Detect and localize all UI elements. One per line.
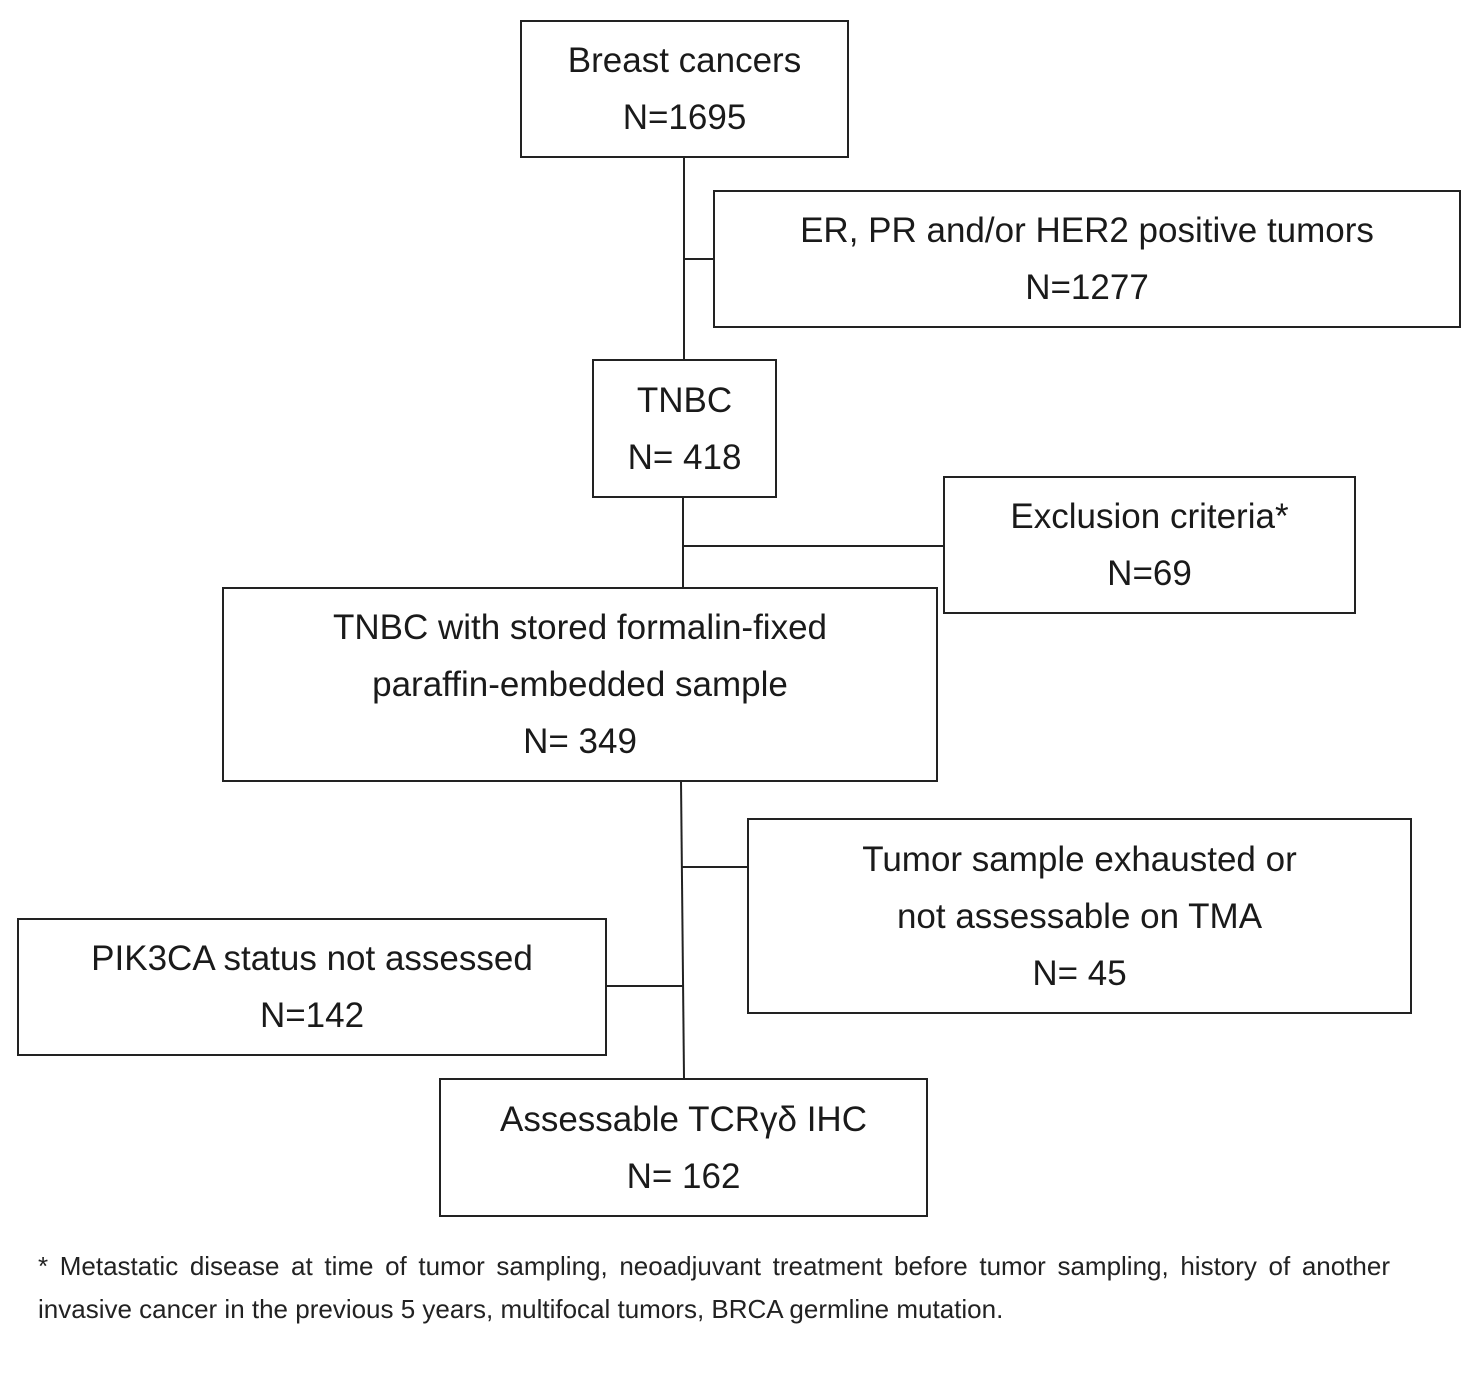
footnote: * Metastatic disease at time of tumor sa… [38, 1251, 1390, 1324]
box-assessable: Assessable TCRγδ IHC N= 162 [439, 1078, 928, 1217]
box-pik3ca: PIK3CA status not assessed N=142 [17, 918, 607, 1056]
box-count: N=1277 [1025, 268, 1149, 307]
box-count: N= 45 [1032, 953, 1127, 993]
box-label: TNBC [636, 380, 733, 420]
box-label: Assessable TCRγδ IHC [500, 1099, 867, 1139]
connector-line [680, 780, 685, 1079]
box-count: N= 162 [626, 1156, 741, 1196]
box-label: PIK3CA status not assessed [91, 939, 533, 978]
box-exclusion: Exclusion criteria* N=69 [943, 476, 1356, 614]
box-label: ER, PR and/or HER2 positive tumors [800, 211, 1374, 250]
box-count: N= 418 [627, 437, 742, 477]
box-label-line1: TNBC with stored formalin-fixed [332, 608, 828, 647]
box-label-line1: Tumor sample exhausted or [862, 839, 1297, 879]
box-count: N= 349 [523, 722, 637, 761]
box-count: N=69 [1107, 554, 1192, 593]
box-label-line2: paraffin-embedded sample [372, 665, 788, 704]
box-tnbc-ffpe: TNBC with stored formalin-fixed paraffin… [222, 587, 938, 782]
box-tnbc: TNBC N= 418 [592, 359, 777, 498]
box-label-line2: not assessable on TMA [896, 896, 1263, 936]
box-label: Exclusion criteria* [1010, 497, 1289, 536]
box-breast-cancers: Breast cancers N=1695 [520, 20, 849, 158]
box-sample-exhausted: Tumor sample exhausted or not assessable… [747, 818, 1412, 1014]
box-count: N=142 [259, 996, 365, 1035]
box-label: Breast cancers [567, 41, 802, 80]
box-count: N=1695 [622, 98, 747, 137]
box-receptor-positive: ER, PR and/or HER2 positive tumors N=127… [713, 190, 1461, 328]
